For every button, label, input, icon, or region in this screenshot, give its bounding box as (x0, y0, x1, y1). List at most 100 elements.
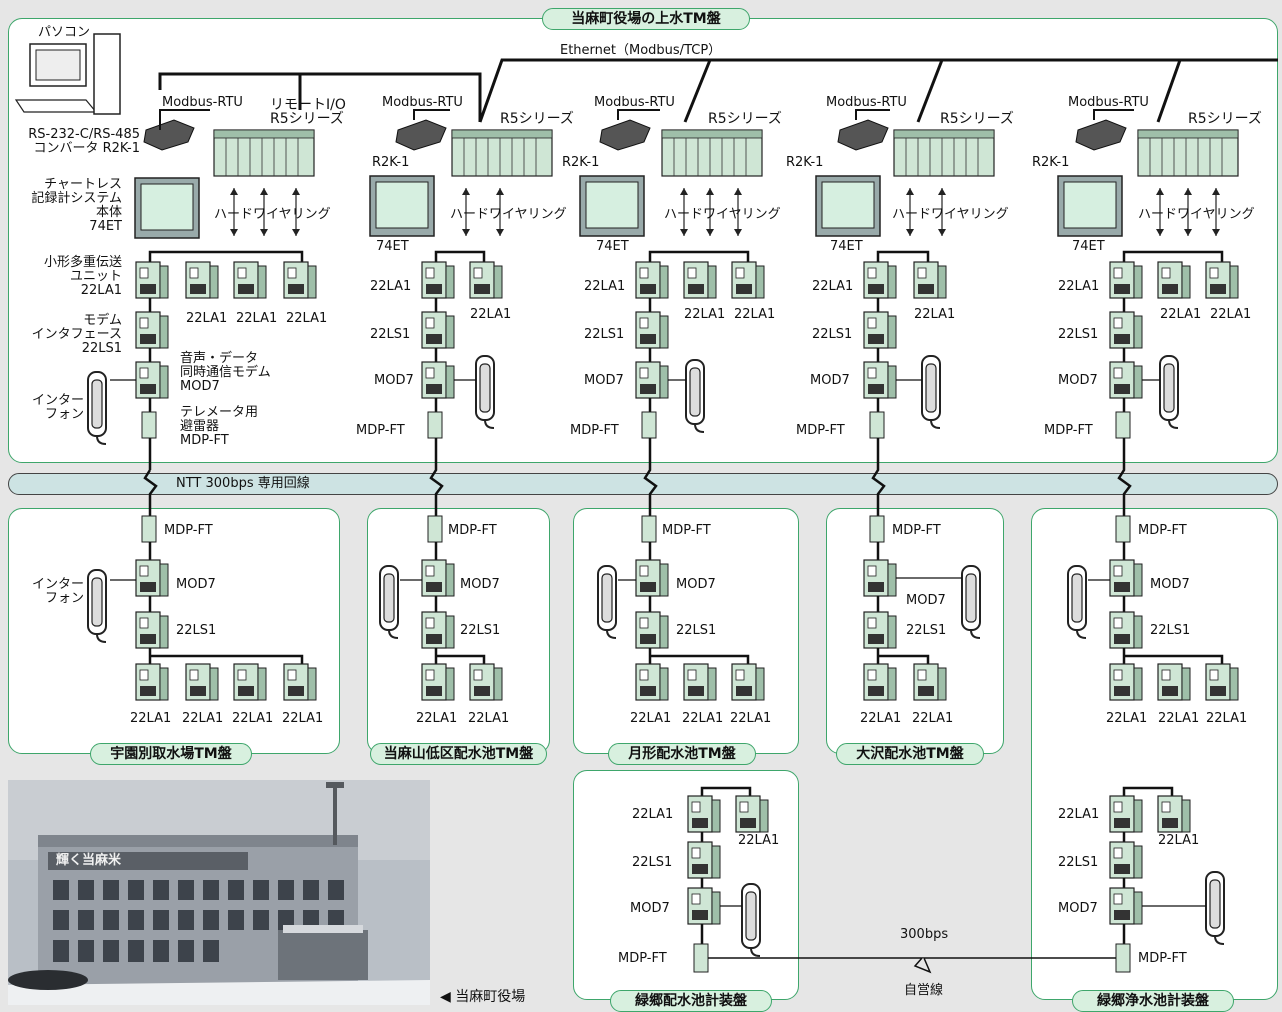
74et-label-3: 74ET (596, 240, 629, 254)
r5-series-label-5: R5シリーズ (1188, 112, 1262, 126)
la1-label-p4b: 22LA1 (912, 712, 953, 726)
modbus-rtu-label-5: Modbus-RTU (1068, 96, 1149, 110)
mod7-label-t3: MOD7 (584, 374, 624, 388)
modbus-rtu-label-1: Modbus-RTU (162, 96, 243, 110)
ls1-label-t3: 22LS1 (584, 328, 624, 342)
la1-label-p6b: 22LA1 (1158, 712, 1199, 726)
mdpft-label-t4: MDP-FT (796, 424, 845, 438)
la1-label-p6c: 22LA1 (1206, 712, 1247, 726)
la1-label-t4b: 22LA1 (914, 308, 955, 322)
la1-label-p1a: 22LA1 (130, 712, 171, 726)
la1-label-p3b: 22LA1 (682, 712, 723, 726)
la1-label-t1a: 22LA1 (186, 312, 227, 326)
la1-label-t3a: 22LA1 (584, 280, 625, 294)
private-line-label: 自営線 (904, 984, 943, 998)
mod7-label-t2: MOD7 (374, 374, 414, 388)
la1-label-t2b: 22LA1 (470, 308, 511, 322)
la1-label-t1b: 22LA1 (236, 312, 277, 326)
ls1-label-p2: 22LS1 (460, 624, 500, 638)
la1-label-p5b: 22LA1 (738, 834, 779, 848)
la1-label-p5a: 22LA1 (632, 808, 673, 822)
mod7-label-t5: MOD7 (1058, 374, 1098, 388)
ls1-label-p3: 22LS1 (676, 624, 716, 638)
la1-label-p1b: 22LA1 (182, 712, 223, 726)
74et-label-2: 74ET (376, 240, 409, 254)
mdpft-label-t3: MDP-FT (570, 424, 619, 438)
la1-label-t4a: 22LA1 (812, 280, 853, 294)
hardwiring-label-4: ハードワイヤリング (892, 208, 1009, 222)
mdpft-label-p1: MDP-FT (164, 524, 213, 538)
hardwiring-label-2: ハードワイヤリング (450, 208, 567, 222)
ls1-label-t5: 22LS1 (1058, 328, 1098, 342)
la1-label-p4a: 22LA1 (860, 712, 901, 726)
pc-label: パソコン (38, 26, 90, 40)
mod7-label-p2: MOD7 (460, 578, 500, 592)
ls1-label-p5: 22LS1 (632, 856, 672, 870)
ls1-label-t2: 22LS1 (370, 328, 410, 342)
la1-label-p6e: 22LA1 (1158, 834, 1199, 848)
ls1-label-p1: 22LS1 (176, 624, 216, 638)
la1-label-t3b: 22LA1 (684, 308, 725, 322)
modbus-rtu-label-4: Modbus-RTU (826, 96, 907, 110)
mdpft-label-p5: MDP-FT (618, 952, 667, 966)
mod7-label-p4: MOD7 (906, 594, 946, 608)
bps300-label: 300bps (900, 928, 948, 942)
r2k1-label-5: R2K-1 (1032, 156, 1069, 170)
mdpft-label-t5: MDP-FT (1044, 424, 1093, 438)
mdpft-label-p6: MDP-FT (1138, 524, 1187, 538)
la1-label-p6d: 22LA1 (1058, 808, 1099, 822)
interphone-label-top: インターフォン (14, 394, 84, 422)
mod7-label-p6: MOD7 (1150, 578, 1190, 592)
la1-label-t2a: 22LA1 (370, 280, 411, 294)
la1-label-t5a: 22LA1 (1058, 280, 1099, 294)
ls1-label-p4: 22LS1 (906, 624, 946, 638)
mdpft-label-p2: MDP-FT (448, 524, 497, 538)
hardwiring-label-1: ハードワイヤリング (214, 208, 331, 222)
74et-label-5: 74ET (1072, 240, 1105, 254)
la1-label-p1c: 22LA1 (232, 712, 273, 726)
la1-label-p6a: 22LA1 (1106, 712, 1147, 726)
mdpft-label-p6b: MDP-FT (1138, 952, 1187, 966)
74et-label-4: 74ET (830, 240, 863, 254)
r2k1-label-4: R2K-1 (786, 156, 823, 170)
ls1-label-t4: 22LS1 (812, 328, 852, 342)
modbus-rtu-label-3: Modbus-RTU (594, 96, 675, 110)
la1-label-t5c: 22LA1 (1210, 308, 1251, 322)
interphone-label-p1: インターフォン (14, 578, 84, 606)
r5-series-label-2: R5シリーズ (500, 112, 574, 126)
la1-label-p2a: 22LA1 (416, 712, 457, 726)
r5-series-label-3: R5シリーズ (708, 112, 782, 126)
la1-label-p1d: 22LA1 (282, 712, 323, 726)
la1-label-t3c: 22LA1 (734, 308, 775, 322)
pc-icon (16, 34, 120, 114)
mdpft-label-t2: MDP-FT (356, 424, 405, 438)
hardwiring-label-5: ハードワイヤリング (1138, 208, 1255, 222)
hardwiring-label-3: ハードワイヤリング (664, 208, 781, 222)
converter-label: RS-232-C/RS-485コンバータ R2K-1 (12, 128, 140, 156)
mdpft-label-p3: MDP-FT (662, 524, 711, 538)
la1-label-p3a: 22LA1 (630, 712, 671, 726)
la1-label-p2b: 22LA1 (468, 712, 509, 726)
mdpft-label-p4: MDP-FT (892, 524, 941, 538)
la1-label-t1c: 22LA1 (286, 312, 327, 326)
mod7-label-p5: MOD7 (630, 902, 670, 916)
ls1-label-p6b: 22LS1 (1058, 856, 1098, 870)
ethernet-label: Ethernet（Modbus/TCP） (560, 44, 721, 58)
ls1-label-p6: 22LS1 (1150, 624, 1190, 638)
r5-series-label-4: R5シリーズ (940, 112, 1014, 126)
mod7-label-p6b: MOD7 (1058, 902, 1098, 916)
modbus-rtu-label-2: Modbus-RTU (382, 96, 463, 110)
mod7-label-p3: MOD7 (676, 578, 716, 592)
r2k1-label-2: R2K-1 (372, 156, 409, 170)
mod7-label-t4: MOD7 (810, 374, 850, 388)
mod7-label-p1: MOD7 (176, 578, 216, 592)
la1-label-p3c: 22LA1 (730, 712, 771, 726)
r2k1-label-3: R2K-1 (562, 156, 599, 170)
la1-label-t5b: 22LA1 (1160, 308, 1201, 322)
